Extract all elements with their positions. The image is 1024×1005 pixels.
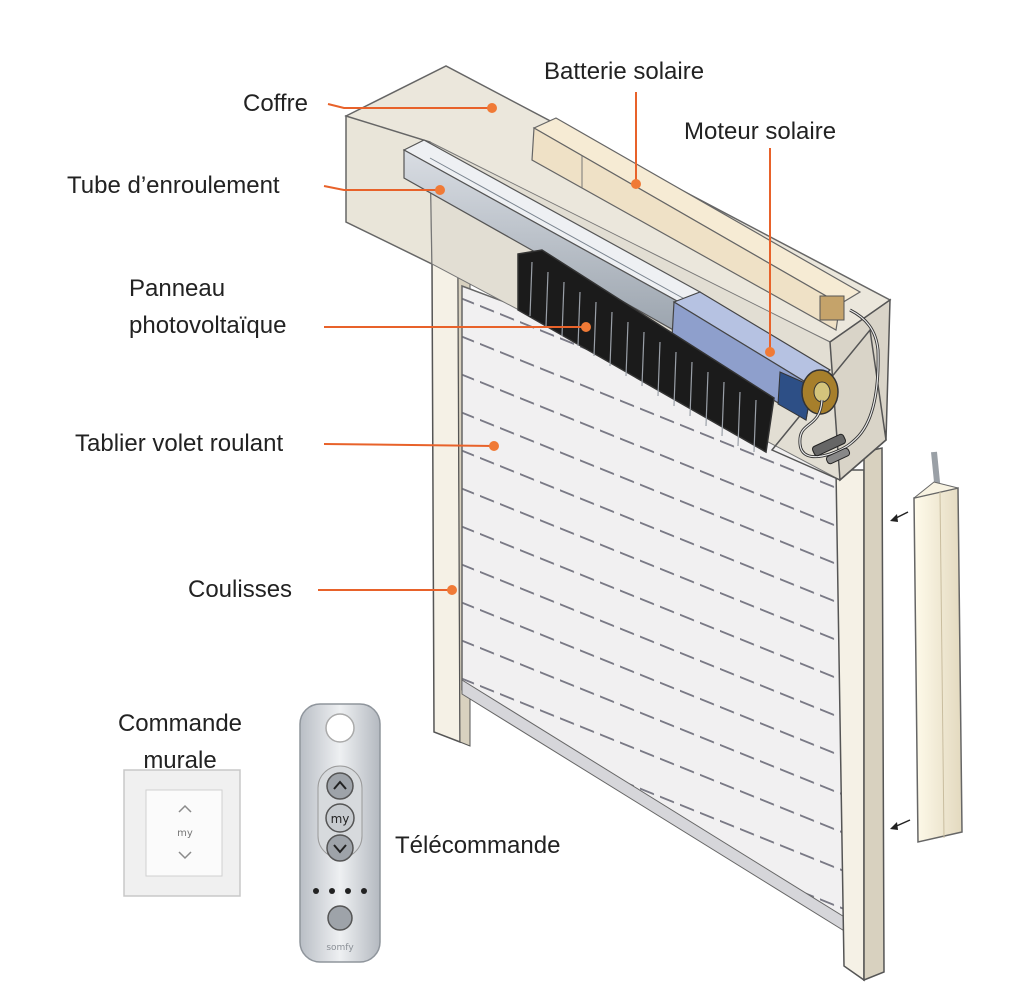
leader-tablier [323, 443, 495, 447]
remote-my-label: my [331, 812, 350, 826]
label-tube-enroulement: Tube d’enroulement [67, 172, 280, 199]
remote-brand-logo: somfy [326, 943, 354, 953]
leader-dots [435, 103, 775, 595]
right-rail [835, 447, 885, 982]
label-batterie-solaire: Batterie solaire [544, 58, 705, 85]
remote-control: my somfy [299, 703, 381, 963]
remote-up-button [326, 772, 354, 800]
label-panneau-photovoltaique: Panneau photovoltaïque [129, 270, 286, 344]
label-tablier: Tablier volet roulant [75, 430, 284, 457]
side-battery-unit [890, 451, 963, 843]
leader-lines [318, 92, 771, 591]
solar-battery [531, 117, 862, 331]
remote-select-button [327, 905, 353, 931]
solar-motor [671, 291, 839, 421]
chevron-down-icon [178, 851, 192, 860]
wall-switch: my [123, 769, 241, 897]
label-commande-line1: Commande [117, 710, 243, 737]
label-panneau-line2: photovoltaïque [129, 312, 287, 340]
leader-coffre [327, 103, 492, 109]
label-coulisses: Coulisses [188, 576, 293, 603]
remote-down-button [326, 834, 354, 862]
chevron-up-icon [178, 804, 192, 813]
label-panneau-line1: Panneau [129, 275, 226, 302]
label-commande-line2: murale [143, 747, 217, 775]
leader-tube [323, 185, 440, 191]
solar-panel [517, 249, 775, 454]
remote-my-button: my [325, 803, 355, 833]
label-moteur-solaire: Moteur solaire [684, 118, 837, 145]
label-telecommande: Télécommande [395, 832, 561, 859]
channel-dots [313, 888, 367, 894]
label-commande-murale: Commande murale [105, 705, 255, 779]
label-coffre: Coffre [243, 90, 308, 117]
wall-switch-my-label: my [177, 828, 193, 839]
